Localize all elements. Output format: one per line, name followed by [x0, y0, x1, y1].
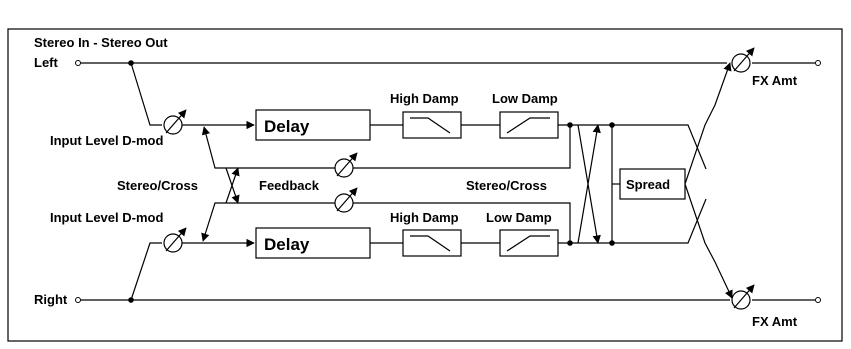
input-level-top-label: Input Level D-mod [50, 133, 163, 148]
stereo-cross-right-label: Stereo/Cross [466, 178, 547, 193]
right-to-input-level-wire [130, 242, 162, 301]
left-output-terminal [815, 60, 821, 66]
spread-block [619, 168, 686, 200]
left-to-input-level-wire [130, 62, 162, 126]
feedback-bottom-knob-icon [334, 187, 358, 213]
right-output-terminal [815, 297, 821, 303]
delay-bottom-label: Delay [264, 235, 310, 254]
spread-label: Spread [626, 177, 670, 192]
high-damp-bottom-block [402, 229, 462, 257]
high-damp-bottom-label: High Damp [390, 210, 459, 225]
feedback-top-knob-icon [334, 152, 358, 178]
low-damp-top-block [499, 111, 559, 139]
spread-out-top [684, 62, 732, 185]
input-level-top-knob-icon [163, 109, 187, 135]
low-damp-top-label: Low Damp [492, 91, 558, 106]
spread-out-bottom [684, 183, 733, 299]
high-damp-top-block [402, 111, 462, 139]
stereo-cross-right-switch-icon [577, 124, 601, 244]
feedback-bottom-path [201, 202, 571, 243]
input-level-bottom-label: Input Level D-mod [50, 210, 163, 225]
diagram-title: Stereo In - Stereo Out [34, 35, 168, 50]
high-damp-top-label: High Damp [390, 91, 459, 106]
delay-bottom-block [255, 227, 371, 259]
fx-amt-top-knob-icon [731, 47, 755, 73]
input-level-bottom-knob-icon [163, 227, 187, 253]
spread-to-bottom-output [612, 198, 707, 244]
stereo-cross-left-label: Stereo/Cross [117, 178, 198, 193]
spread-to-top-output [612, 124, 707, 170]
left-input-label: Left [34, 55, 59, 70]
fx-amt-bottom-knob-icon [731, 284, 755, 310]
low-damp-bottom-block [499, 229, 559, 257]
fx-amt-top-label: FX Amt [752, 73, 798, 88]
diagram-frame [7, 28, 843, 342]
low-damp-bottom-label: Low Damp [486, 210, 552, 225]
left-input-terminal [75, 60, 81, 66]
delay-top-label: Delay [264, 117, 310, 136]
right-input-label: Right [34, 292, 68, 307]
feedback-top-path [201, 125, 571, 169]
fx-amt-bottom-label: FX Amt [752, 314, 798, 329]
stereo-cross-left-switch-icon [225, 167, 240, 204]
feedback-label: Feedback [259, 178, 320, 193]
right-input-terminal [75, 297, 81, 303]
